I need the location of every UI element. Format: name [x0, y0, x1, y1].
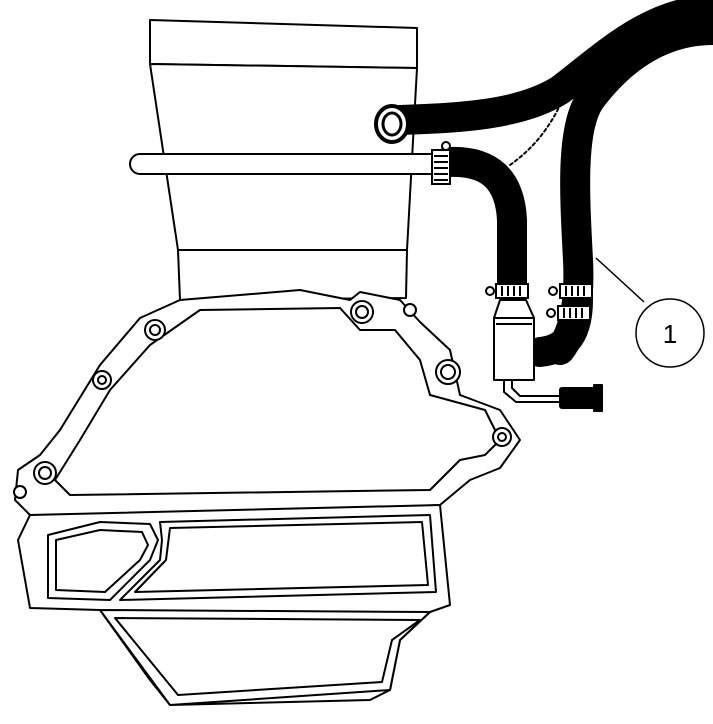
upper-hose: [385, 0, 713, 135]
dotted-routing-line: [509, 69, 576, 166]
clamp-screw: [485, 286, 495, 296]
vertical-hose-upper-clamp: [559, 283, 593, 299]
gasket-plate: [14, 289, 521, 519]
gasket-bolt-holes: [13, 300, 512, 499]
bolt-hole: [440, 364, 456, 380]
sensor-body: [493, 317, 535, 381]
upper-hose-end-inner: [381, 111, 403, 137]
sensor-wire: [503, 380, 560, 403]
wire-connector-tip: [593, 384, 603, 412]
bolt-hole: [13, 485, 27, 499]
callout-leader-line: [595, 257, 645, 303]
sensor-wire-second: [511, 380, 560, 397]
upper-housing: [149, 19, 418, 301]
bolt-hole: [497, 432, 507, 442]
bolt-hole: [403, 303, 417, 317]
bolt-hole: [355, 305, 369, 319]
callout-number: 1: [663, 319, 677, 349]
housing-top-section: [149, 19, 418, 69]
lower-housing-right-panel-inner: [134, 521, 429, 593]
gasket-inner-outline: [54, 307, 501, 496]
hose-assembly: [374, 0, 713, 367]
clamp-screw: [548, 286, 558, 296]
elbow-lower-clamp: [495, 283, 529, 299]
hose-clamps: [431, 141, 593, 321]
lower-housing-left-recess-inner: [55, 529, 149, 593]
elbow-hose: [433, 146, 527, 305]
bolt-hole: [38, 466, 52, 480]
callout-1: 1: [595, 257, 705, 368]
lower-housing-bottom-inner: [114, 617, 421, 696]
callout-bubble: [635, 298, 705, 368]
housing-lower-section: [177, 249, 408, 301]
bolt-hole: [97, 375, 107, 385]
clamp-screw: [441, 141, 451, 151]
sensor-unit: [493, 299, 603, 412]
lower-housing: [17, 504, 451, 706]
bolt-hole: [149, 324, 161, 336]
wire-connector: [559, 387, 597, 409]
sensor-neck: [493, 299, 535, 319]
cross-rod: [129, 153, 440, 175]
vertical-hose-lower-clamp: [557, 305, 591, 321]
clamp-screw: [546, 308, 556, 318]
